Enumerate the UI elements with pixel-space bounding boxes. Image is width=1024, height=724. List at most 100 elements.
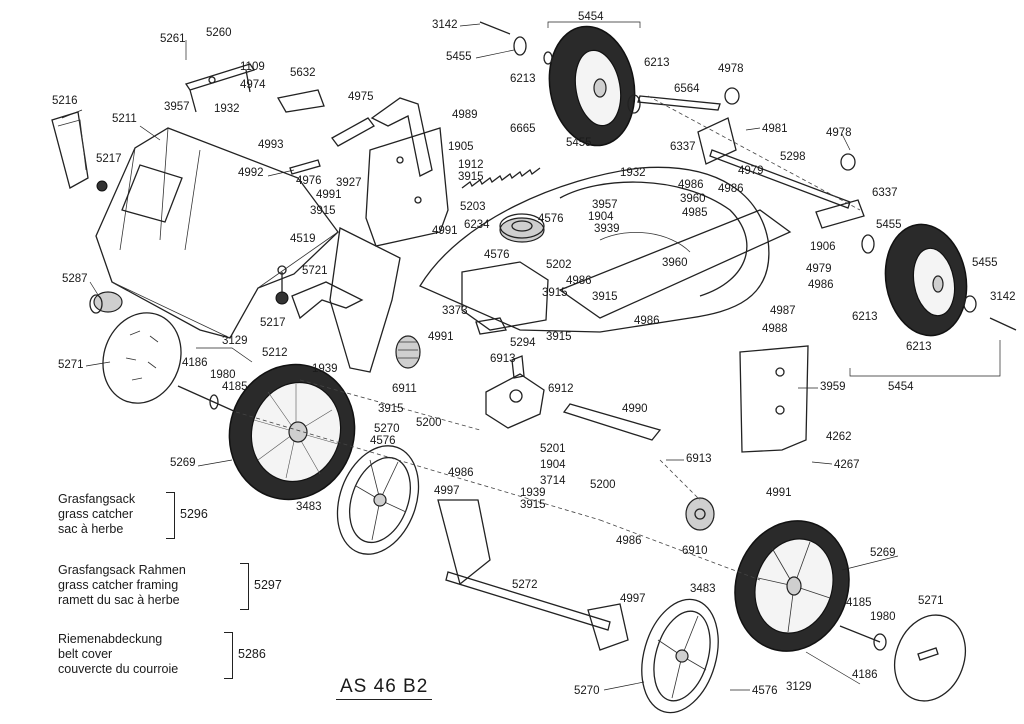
part-label: 5455 [876,219,902,231]
part-label: 4979 [806,263,832,275]
legend-line-de: Riemenabdeckung [58,632,163,646]
legend-number-5297: 5297 [254,578,282,593]
part-label: 5270 [374,423,400,435]
part-label: 6913 [490,353,516,365]
part-label: 4989 [452,109,478,121]
part-label: 3714 [540,475,566,487]
part-label: 4991 [766,487,792,499]
legend-bracket [240,563,249,610]
part-label: 4985 [682,207,708,219]
clip-5632 [276,89,325,113]
part-label: 6213 [852,311,878,323]
part-label: 3960 [662,257,688,269]
part-label: 1109 [240,61,265,73]
part-label: 6910 [682,545,708,557]
bushing-4978-a [724,87,740,105]
bag-handle-5216 [51,111,89,189]
part-label: 4986 [566,275,592,287]
group-bracket-3129-right [805,651,861,685]
part-label: 3373 [442,305,468,317]
gear-housing-5294 [461,261,549,335]
handle-lever-4989 [365,97,449,247]
part-label: 3957 [592,199,618,211]
part-label: 4986 [678,179,704,191]
part-label: 4976 [296,175,322,187]
part-label: 5298 [780,151,806,163]
part-label: 1980 [870,611,896,623]
part-label: 1904 [588,211,614,223]
legend-line-en: belt cover [58,647,113,661]
part-label: 4974 [240,79,266,91]
part-label: 4991 [428,331,454,343]
front-axle-5272 [437,499,629,651]
part-label: 1939 [520,487,546,499]
wheel-left-rear-5269 [228,363,356,501]
part-label: 4576 [484,249,510,261]
part-label: 4987 [770,305,796,317]
part-label: 5211 [112,113,137,125]
part-label: 5217 [260,317,286,329]
part-label: 4986 [616,535,642,547]
part-label: 6234 [464,219,490,231]
part-label: 5200 [590,479,616,491]
clip-5217a [96,180,108,192]
legend-line-fr: ramett du sac à herbe [58,593,180,607]
wheel-top-5454 [479,21,641,147]
part-label: 6911 [392,383,417,395]
part-label: 4576 [370,435,396,447]
mower-deck-4987 [419,166,792,333]
bar-4990 [562,403,662,441]
bracket-6564 [637,95,721,111]
part-label: 5632 [290,67,316,79]
part-label: 5202 [546,259,572,271]
tube-4975 [331,117,375,147]
part-label: 3142 [432,19,458,31]
part-label: 6337 [670,141,696,153]
part-label: 5212 [262,347,288,359]
axle-5298 [709,149,851,209]
part-label: 1932 [214,103,240,115]
part-label: 5271 [58,359,84,371]
part-label: 6213 [906,341,932,353]
part-label: 4991 [432,225,458,237]
leader-lines [61,23,899,691]
part-label: 1912 [458,159,484,171]
part-label: 1939 [312,363,338,375]
bolt-4519 [277,265,287,292]
part-label: 4997 [434,485,460,497]
part-label: 4986 [448,467,474,479]
part-label: 1932 [620,167,646,179]
part-label: 4991 [316,189,342,201]
axle-bolt-right [839,625,887,651]
part-label: 3915 [542,287,568,299]
part-label: 1906 [810,241,836,253]
mount-plate-4988 [739,345,809,453]
part-label: 5455 [972,257,998,269]
part-label: 1980 [210,369,236,381]
part-label: 5260 [206,27,232,39]
hub-cap-left-5271 [102,312,182,404]
part-label: 4988 [762,323,788,335]
part-label: 5454 [578,11,604,23]
part-label: 3915 [520,499,546,511]
part-label: 6213 [510,73,536,85]
part-label: 4975 [348,91,374,103]
legend-bracket [166,492,175,539]
part-label: 6665 [510,123,536,135]
part-label: 4978 [718,63,744,75]
legend-number-5296: 5296 [180,507,208,522]
part-label: 4992 [238,167,264,179]
spring-6665 [461,167,541,189]
part-label: 4997 [620,593,646,605]
grass-catcher-bag [95,127,339,339]
legend-line-fr: couvercte du courroie [58,662,179,676]
part-label: 4576 [752,685,778,697]
part-label: 5203 [460,201,486,213]
legend-number-5286: 5286 [238,647,266,662]
pin-4992 [289,159,321,175]
part-label: 6213 [644,57,670,69]
plate-6337-right [815,199,865,229]
part-label: 4262 [826,431,852,443]
part-label: 4978 [826,127,852,139]
legend-number: 5297 [254,578,282,592]
